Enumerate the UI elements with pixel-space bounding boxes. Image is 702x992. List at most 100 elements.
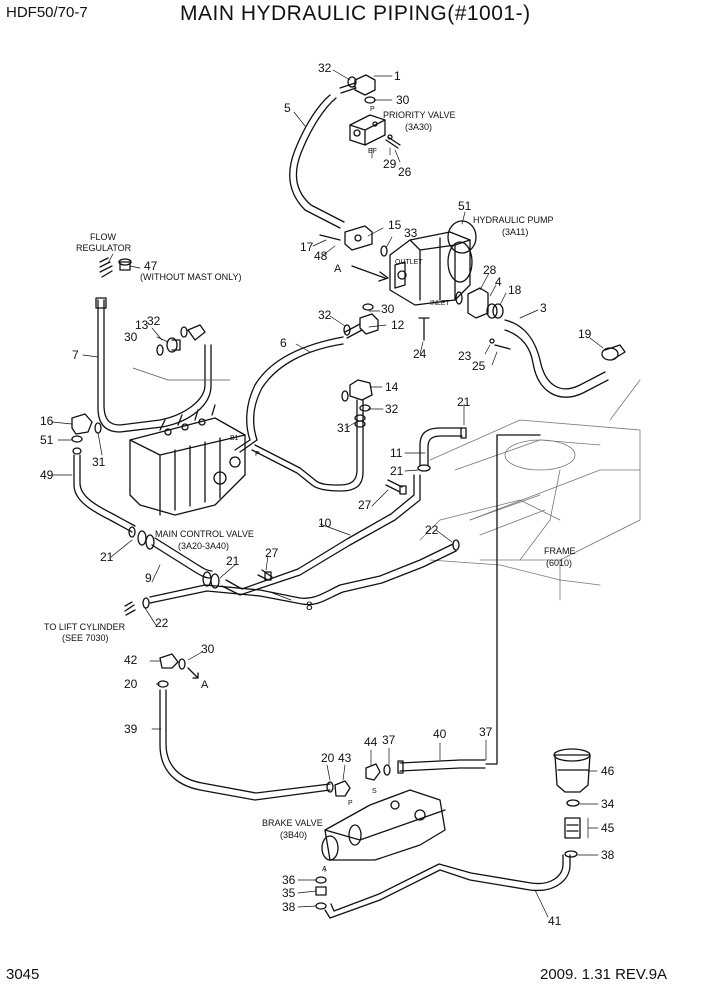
port-s-brake: S	[372, 788, 377, 795]
part-number: 32	[385, 402, 399, 416]
part-number: 39	[124, 722, 138, 736]
fitting-13	[166, 337, 181, 353]
part-number: 14	[385, 380, 399, 394]
pipe-49	[73, 454, 136, 533]
part-number: 26	[398, 165, 412, 179]
fitting-27-upper	[385, 479, 407, 495]
part-number: 22	[155, 616, 169, 630]
part-number: 4	[495, 275, 502, 289]
part-number: 24	[413, 347, 427, 361]
part-number: 10	[318, 516, 332, 530]
oring-30-lower	[178, 658, 186, 670]
pipe-8	[149, 543, 457, 606]
pipe-31	[251, 399, 364, 492]
hose-40	[397, 759, 486, 774]
part-number: 20	[321, 751, 335, 765]
page-number: 3045	[6, 966, 40, 983]
part-number: 32	[318, 308, 332, 322]
part-number: 23	[458, 349, 472, 363]
fitting-12-top	[339, 74, 376, 96]
port-a-label: A	[334, 263, 342, 275]
part-number: 32	[318, 61, 332, 75]
part-number: 30	[124, 330, 138, 344]
fitting-42	[159, 653, 179, 669]
part-number: 30	[396, 93, 410, 107]
oring-32-right	[359, 404, 371, 412]
fittings-36-35-38	[315, 876, 327, 910]
oring-28	[455, 291, 463, 305]
part-number: 21	[390, 464, 404, 478]
part-number: 6	[280, 336, 287, 350]
oring-30-left	[156, 344, 164, 356]
ref-line-mcv	[132, 367, 231, 381]
part-number: 42	[124, 653, 138, 667]
part-number: 36	[282, 873, 296, 887]
fitting-16	[71, 413, 93, 435]
part-number: 35	[282, 886, 296, 900]
oring-37	[383, 764, 391, 776]
flow-regulator	[99, 257, 113, 278]
fitting-12-mid	[344, 313, 379, 339]
fitting-31	[354, 414, 366, 428]
pipe-39	[159, 689, 331, 801]
part-number: 17	[300, 240, 314, 254]
port-a-brake: A	[322, 866, 327, 873]
main-control-valve-ref: (3A20-3A40)	[178, 541, 229, 551]
leader-lines	[51, 69, 604, 918]
brake-valve	[321, 789, 446, 861]
part-number: 20	[124, 677, 138, 691]
brake-valve-ref: (3B40)	[280, 830, 307, 840]
part-number: 32	[147, 314, 161, 328]
port-ef: EF	[368, 148, 377, 155]
part-number: 51	[458, 199, 472, 213]
part-number: 29	[383, 157, 397, 171]
fittings-21-left	[128, 526, 155, 550]
hose-5	[289, 94, 345, 229]
part-number: 16	[40, 414, 54, 428]
pipe-11	[419, 427, 463, 466]
part-number: 1	[394, 69, 401, 83]
part-number: 48	[314, 249, 328, 263]
part-number: 51	[40, 433, 54, 447]
part-number: 27	[265, 546, 279, 560]
oring-31-left	[94, 422, 102, 434]
part-number: 3	[540, 301, 547, 315]
pipe-41	[324, 854, 571, 919]
hydraulic-pump-ref: (3A11)	[502, 227, 528, 237]
port-p-brake: P	[348, 800, 353, 807]
fitting-22-right	[452, 539, 460, 551]
part-number: 44	[364, 735, 378, 749]
fitting-32-left	[180, 324, 206, 341]
part-number: 33	[404, 226, 418, 240]
part-number: 22	[425, 523, 439, 537]
pipe-10	[221, 474, 421, 596]
part-number: 31	[92, 455, 106, 469]
oring-30-top	[364, 96, 376, 104]
outlet-label: OUTLET	[395, 259, 423, 266]
fitting-44	[365, 763, 381, 781]
part-number: 40	[433, 727, 447, 741]
pipe-9	[151, 537, 213, 579]
part-number: 9	[145, 571, 152, 585]
oring-20-lower	[326, 781, 334, 793]
frame-ref: (6010)	[546, 558, 572, 568]
fitting-top-7	[95, 297, 107, 309]
part-number: 37	[382, 733, 396, 747]
oring-33	[380, 245, 388, 257]
flow-regulator-label: FLOW REGULATOR	[76, 232, 132, 253]
main-control-valve	[129, 404, 246, 516]
part-number: 21	[457, 395, 471, 409]
arrow-a-lower-label: A	[201, 679, 209, 691]
oring-30-mid	[362, 303, 374, 311]
hydraulic-pump-label: HYDRAULIC PUMP	[473, 215, 554, 225]
part-number: 21	[100, 550, 114, 564]
part-number: 28	[483, 263, 497, 277]
without-mast-label: (WITHOUT MAST ONLY)	[140, 272, 242, 282]
flange-15	[344, 225, 373, 251]
line-37	[485, 434, 541, 765]
part-number: 5	[284, 101, 291, 115]
oring-34	[566, 799, 580, 807]
hose-3	[504, 319, 609, 398]
fitting-14	[349, 379, 373, 401]
part-number: 43	[338, 751, 352, 765]
